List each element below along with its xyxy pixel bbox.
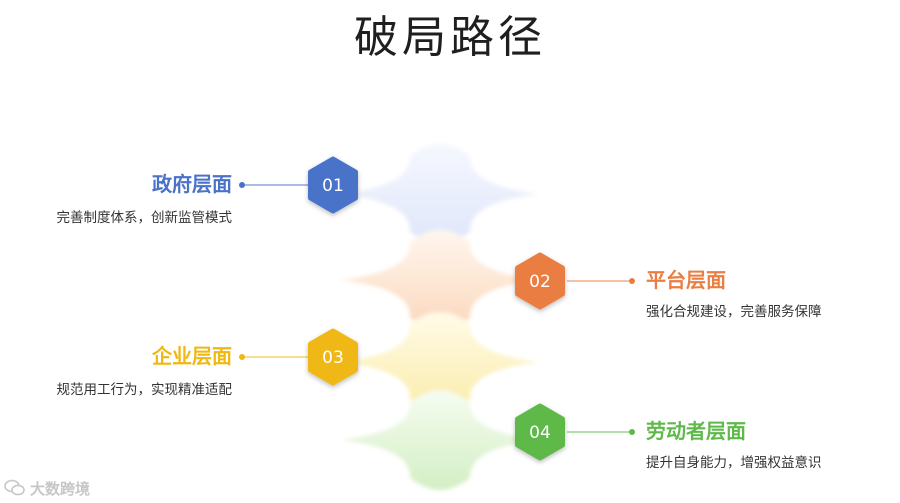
page-title: 破局路径 <box>354 12 546 63</box>
hexagon-badge-03: 03 <box>308 328 358 386</box>
level-title-01: 政府层面 <box>152 172 232 196</box>
watermark-text: 大数跨境 <box>30 479 91 498</box>
connector-dot-02 <box>629 278 635 284</box>
layer-01 <box>340 144 540 244</box>
badge-number-03: 03 <box>322 348 344 368</box>
level-desc-01: 完善制度体系，创新监管模式 <box>56 210 233 226</box>
level-title-02: 平台层面 <box>646 268 726 292</box>
badge-number-01: 01 <box>322 176 344 196</box>
hexagon-badge-02: 02 <box>515 252 565 310</box>
level-desc-02: 强化合规建设，完善服务保障 <box>646 304 822 320</box>
level-title-04: 劳动者层面 <box>646 419 746 443</box>
connector-dot-03 <box>239 354 245 360</box>
layer-02 <box>340 230 540 330</box>
connector-dot-01 <box>239 182 245 188</box>
hexagon-badge-04: 04 <box>515 403 565 461</box>
watermark: 大数跨境 <box>4 477 90 499</box>
wechat-logo-icon <box>4 479 25 496</box>
level-title-03: 企业层面 <box>152 344 232 368</box>
connector-dot-04 <box>629 429 635 435</box>
badge-number-02: 02 <box>529 272 551 292</box>
level-desc-03: 规范用工行为，实现精准适配 <box>56 382 233 398</box>
hexagon-badge-01: 01 <box>308 156 358 214</box>
layer-04 <box>340 390 540 490</box>
badge-number-04: 04 <box>529 423 551 443</box>
layer-03 <box>340 312 540 412</box>
level-desc-04: 提升自身能力，增强权益意识 <box>646 455 822 471</box>
